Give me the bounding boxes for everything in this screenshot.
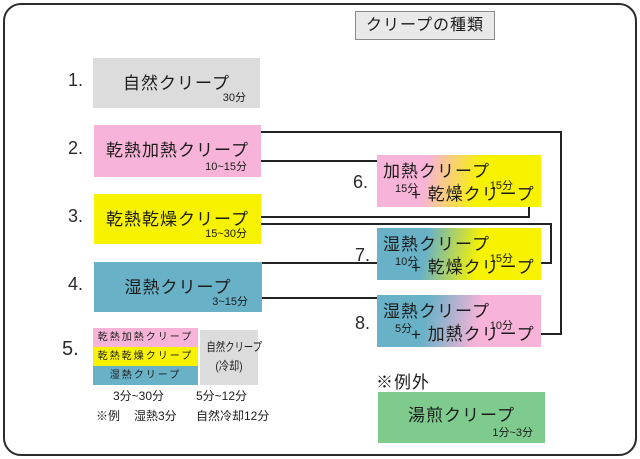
connector-box3-to-box6-vertical	[528, 206, 530, 218]
natural-creep-time: 30分	[222, 92, 246, 104]
combo8-line1: 湿熱クリープ	[383, 302, 490, 321]
combo6-time-left: 15分	[395, 183, 419, 195]
item-number-6: 6.	[353, 172, 369, 192]
example-prefix: ※例	[96, 409, 121, 423]
item-number-3: 3.	[68, 206, 84, 226]
connector-box3-to-box7-horizontal	[260, 223, 552, 225]
stack-dry-heating-row: 乾熱加熱クリープ	[93, 328, 198, 347]
natural-creep-box: 自然クリープ 30分	[93, 58, 260, 108]
page-title: クリープの種類	[355, 11, 495, 40]
natural-cooling-box: 自然クリープ (冷却)	[200, 330, 262, 385]
combo6-line2: + 乾燥クリープ	[411, 185, 535, 204]
item-number-7: 7.	[355, 245, 371, 265]
combo8-line2: + 加熱クリープ	[411, 325, 535, 344]
combo8-time-left: 5分	[395, 323, 413, 335]
exception-label: ※例外	[376, 373, 430, 392]
connector-box3-to-box6-horizontal	[260, 216, 530, 218]
combo7-plus-icon: +	[455, 254, 462, 266]
cooling-time-range: 5分~12分	[196, 389, 248, 403]
example-moist-time: 湿熱3分	[134, 409, 177, 423]
combo-moist-heating-box: 湿熱クリープ 5分 + 10分 + 加熱クリープ	[377, 295, 541, 347]
dry-drying-creep-time: 15~30分	[205, 228, 247, 240]
combo6-plus-icon: +	[455, 181, 462, 193]
item-number-2: 2.	[68, 138, 84, 158]
item-number-1: 1.	[68, 70, 84, 90]
moist-heat-creep-label: 湿熱クリープ	[124, 278, 232, 297]
connector-box2-to-box8-end	[541, 333, 562, 335]
connector-box3-to-box7-vertical	[550, 223, 552, 264]
item-number-4: 4.	[68, 274, 84, 294]
moist-heat-creep-box: 湿熱クリープ 3~15分	[94, 262, 262, 312]
combo6-time-right: 15分	[489, 180, 513, 192]
combo-moist-drying-box: 湿熱クリープ 10分 + 15分 + 乾燥クリープ	[377, 228, 541, 280]
bain-marie-creep-time: 1分~3分	[492, 427, 533, 439]
dry-drying-creep-label: 乾熱乾燥クリープ	[106, 210, 249, 229]
combo8-time-right: 10分	[489, 320, 513, 332]
connector-box2-to-box6	[261, 160, 378, 162]
connector-box4-to-box7	[262, 262, 378, 264]
connector-box4-to-box8	[262, 297, 378, 299]
combo7-time-right: 15分	[489, 253, 513, 265]
bain-marie-creep-box: 湯煎クリープ 1分~3分	[378, 392, 545, 443]
dry-heating-creep-label: 乾熱加熱クリープ	[106, 141, 249, 160]
combo6-line1: 加熱クリープ	[383, 162, 490, 181]
diagram-frame	[3, 3, 637, 456]
example-cooling-time: 自然冷却12分	[196, 409, 270, 423]
combo7-line2: + 乾燥クリープ	[411, 258, 535, 277]
connector-box2-to-box8-top	[261, 131, 562, 133]
combo8-plus-icon: +	[455, 321, 462, 333]
bain-marie-creep-label: 湯煎クリープ	[408, 406, 515, 425]
item-number-5: 5.	[62, 338, 79, 360]
natural-cooling-sublabel: (冷却)	[215, 359, 243, 373]
stack-dry-drying-row: 乾熱乾燥クリープ	[93, 347, 198, 366]
stack-time-range: 3分~30分	[113, 389, 165, 403]
dry-drying-creep-box: 乾熱乾燥クリープ 15~30分	[94, 194, 261, 244]
combo-heating-drying-box: 加熱クリープ 15分 + 15分 + 乾燥クリープ	[377, 155, 541, 207]
combo7-time-left: 10分	[395, 256, 419, 268]
connector-box3-to-box7-end	[541, 262, 552, 264]
dry-heating-creep-box: 乾熱加熱クリープ 10~15分	[94, 125, 261, 177]
combo7-line1: 湿熱クリープ	[383, 235, 490, 254]
dry-heating-creep-time: 10~15分	[205, 161, 247, 173]
connector-box2-to-box8-vertical	[560, 131, 562, 335]
natural-cooling-label: 自然クリープ	[206, 340, 262, 354]
stack-moist-heat-row: 湿熱クリープ	[93, 366, 198, 385]
natural-creep-label: 自然クリープ	[123, 74, 230, 93]
moist-heat-creep-time: 3~15分	[212, 296, 248, 308]
item-number-8: 8.	[355, 313, 371, 333]
